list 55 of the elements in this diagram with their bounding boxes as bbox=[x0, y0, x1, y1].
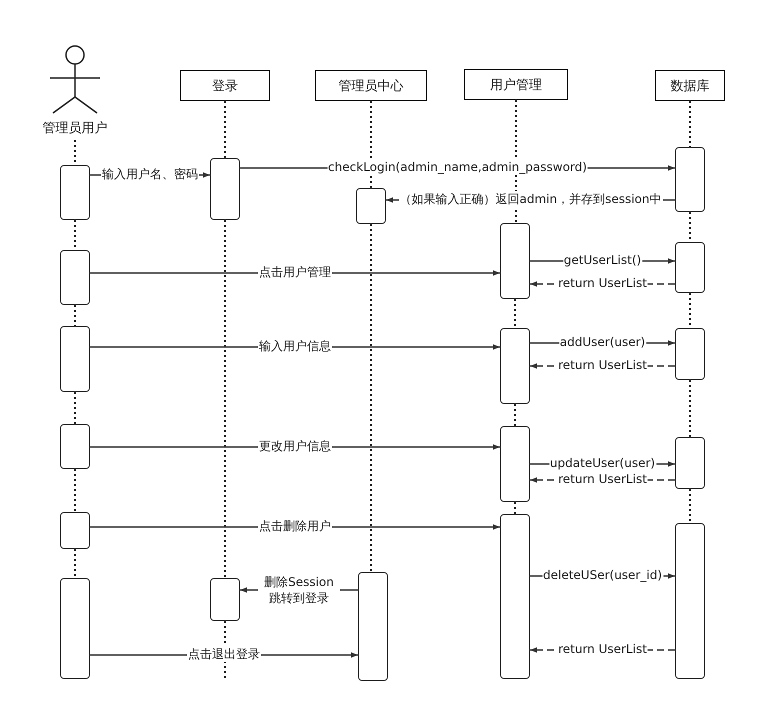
activation-box bbox=[356, 188, 386, 224]
participant-box: 数据库 bbox=[655, 70, 725, 101]
lifeline bbox=[74, 140, 76, 165]
lifeline bbox=[74, 469, 76, 512]
lifeline bbox=[689, 380, 691, 437]
lifeline bbox=[74, 392, 76, 424]
lifeline bbox=[74, 220, 76, 250]
lifeline bbox=[224, 101, 226, 158]
lifeline bbox=[514, 502, 516, 514]
activation-box bbox=[500, 328, 530, 404]
edge-label: deleteUSer(user_id) bbox=[542, 567, 663, 583]
lifeline bbox=[370, 224, 372, 572]
participant-box: 用户管理 bbox=[464, 69, 568, 100]
edge-label: addUser(user) bbox=[558, 334, 646, 350]
activation-box bbox=[60, 326, 90, 392]
activation-box bbox=[500, 514, 530, 679]
activation-box bbox=[210, 578, 240, 621]
participant-box: 管理员中心 bbox=[315, 70, 427, 101]
activation-box bbox=[210, 158, 240, 220]
lifeline bbox=[74, 305, 76, 326]
edge-label: checkLogin(admin_name,admin_password) bbox=[327, 159, 588, 175]
participant-box: 登录 bbox=[180, 70, 270, 101]
lifeline bbox=[514, 404, 516, 426]
lifeline bbox=[74, 549, 76, 578]
activation-box bbox=[60, 250, 90, 305]
activation-box bbox=[675, 147, 705, 212]
activation-box bbox=[500, 223, 530, 299]
lifeline bbox=[689, 212, 691, 242]
lifeline bbox=[689, 293, 691, 328]
edge-label: 点击退出登录 bbox=[187, 646, 261, 662]
activation-box bbox=[60, 165, 90, 220]
edge-label: 输入用户名、密码 bbox=[101, 166, 199, 182]
activation-box bbox=[675, 328, 705, 380]
edge-label: 点击删除用户 bbox=[258, 518, 332, 534]
edge-label: updateUser(user) bbox=[548, 455, 656, 471]
lifeline bbox=[370, 101, 372, 188]
activation-box bbox=[675, 523, 705, 679]
edge-label: 删除Session 跳转到登录 bbox=[258, 574, 340, 606]
activation-box bbox=[60, 512, 90, 549]
activation-box bbox=[358, 572, 388, 681]
activation-box bbox=[675, 437, 705, 489]
lifeline bbox=[224, 220, 226, 578]
actor-name: 管理员用户 bbox=[42, 120, 108, 137]
activation-box bbox=[500, 426, 530, 502]
activation-box bbox=[60, 424, 90, 469]
edge-label: 输入用户信息 bbox=[258, 338, 332, 354]
edge-label: （如果输入正确）返回admin，并存到session中 bbox=[398, 191, 663, 207]
lifeline bbox=[689, 489, 691, 523]
lifeline bbox=[514, 299, 516, 328]
edge-label: getUserList() bbox=[562, 252, 642, 268]
edge-label: 更改用户信息 bbox=[258, 438, 332, 454]
activation-box bbox=[675, 242, 705, 293]
edge-label: 点击用户管理 bbox=[258, 264, 332, 280]
activation-box bbox=[60, 578, 90, 679]
lifeline bbox=[689, 101, 691, 147]
